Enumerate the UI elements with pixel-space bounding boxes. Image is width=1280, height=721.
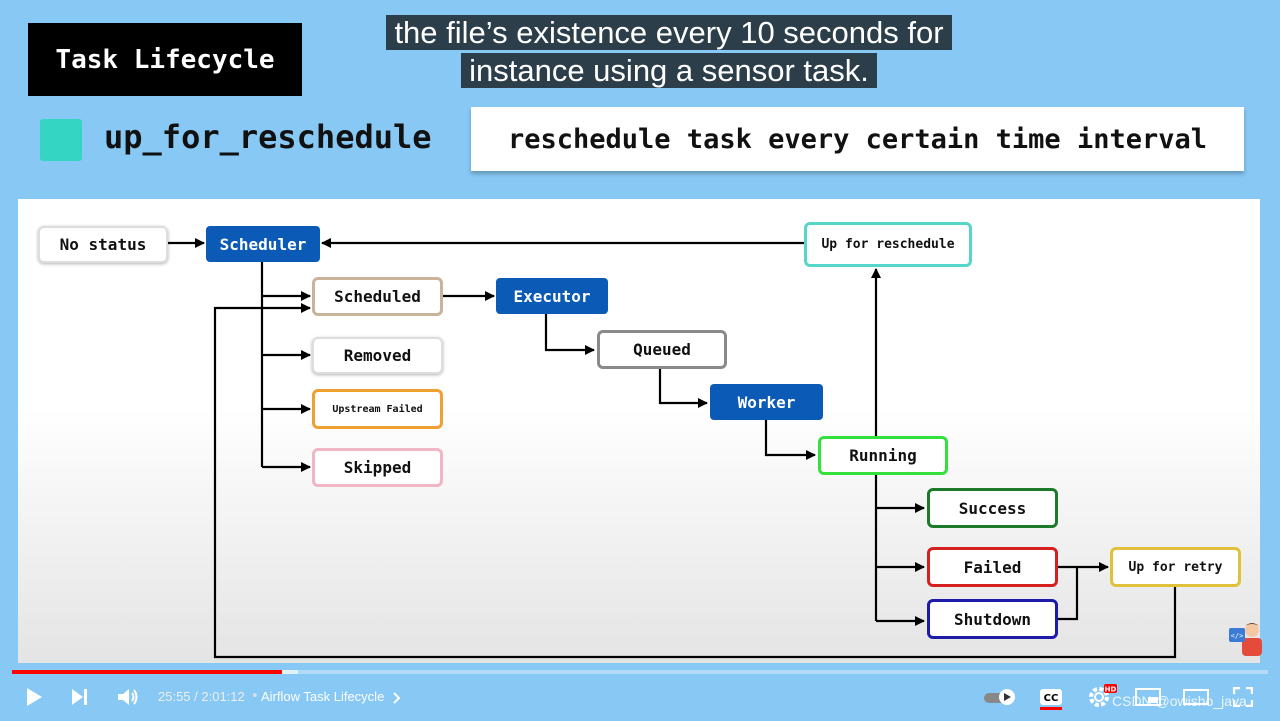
caption-line-2: instance using a sensor task. (461, 53, 877, 88)
legend-state-name: up_for_reschedule (104, 118, 432, 156)
progress-played (12, 670, 283, 674)
arrow-shutdown-retry (1058, 567, 1079, 621)
task-lifecycle-diagram: No status Scheduler Up for reschedule Sc… (18, 199, 1260, 663)
node-up-for-retry: Up for retry (1110, 547, 1241, 587)
volume-icon[interactable] (117, 687, 139, 707)
node-queued: Queued (597, 330, 727, 369)
theater-icon[interactable] (1183, 689, 1209, 705)
channel-avatar-icon: </> (1229, 623, 1262, 656)
node-up-for-reschedule: Up for reschedule (804, 222, 972, 267)
play-icon[interactable] (24, 687, 44, 707)
node-executor: Executor (496, 278, 608, 314)
autoplay-toggle-icon[interactable] (983, 688, 1017, 706)
node-removed: Removed (312, 337, 443, 374)
progress-bar[interactable] (12, 670, 1268, 674)
next-icon[interactable] (70, 688, 90, 706)
chevron-right-icon[interactable] (392, 691, 402, 705)
miniplayer-icon[interactable] (1135, 688, 1161, 706)
arrow-queued-worker (658, 368, 708, 408)
fullscreen-icon[interactable] (1233, 687, 1253, 707)
svg-text:</>: </> (1231, 632, 1244, 640)
legend-color-swatch (40, 119, 82, 161)
node-no-status: No status (38, 226, 168, 263)
node-skipped: Skipped (312, 448, 443, 487)
separator-dot: • (251, 689, 259, 704)
time-display: 25:55 / 2:01:12 (158, 689, 245, 704)
arrow-retry-loop (213, 303, 1177, 659)
video-player-controls: 25:55 / 2:01:12 • Airflow Task Lifecycle… (0, 662, 1280, 721)
slide-title: Task Lifecycle (28, 23, 302, 96)
node-scheduler: Scheduler (206, 226, 320, 262)
node-success: Success (927, 488, 1058, 528)
cc-icon[interactable]: CC (1039, 686, 1063, 710)
legend-description: reschedule task every certain time inter… (471, 107, 1244, 171)
arrow-executor-queued (544, 314, 595, 355)
subtitle-caption: the file’s existence every 10 seconds fo… (0, 14, 1280, 90)
caption-line-1: the file’s existence every 10 seconds fo… (386, 15, 952, 50)
node-upstream-failed: Upstream Failed (312, 389, 443, 429)
settings-icon[interactable]: HD (1088, 684, 1118, 710)
svg-text:HD: HD (1105, 686, 1117, 694)
svg-text:CC: CC (1044, 693, 1059, 704)
csdn-watermark: CSDN @owisho_java (1112, 693, 1247, 709)
chapter-title[interactable]: Airflow Task Lifecycle (261, 689, 385, 704)
node-shutdown: Shutdown (927, 599, 1058, 639)
arrow-worker-running (764, 419, 816, 460)
node-worker: Worker (710, 384, 823, 420)
node-running: Running (818, 436, 948, 475)
node-scheduled: Scheduled (312, 277, 443, 316)
diagram-arrows (168, 238, 1177, 659)
node-failed: Failed (927, 547, 1058, 587)
